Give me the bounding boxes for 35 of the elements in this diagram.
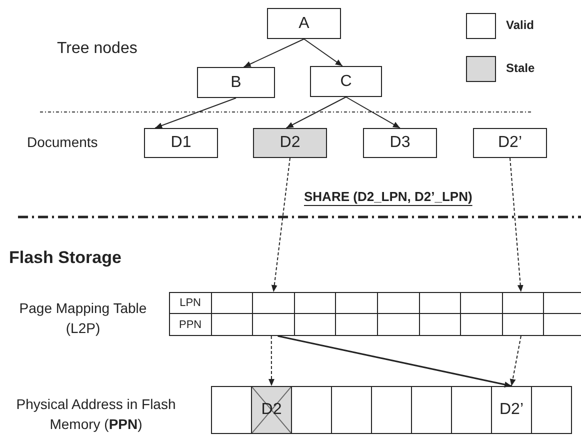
- flash-page-cell: [331, 386, 372, 434]
- tree-node-box: D1: [144, 128, 218, 158]
- arrow: [154, 98, 236, 128]
- table-cell: PPN: [169, 313, 212, 336]
- section-label: Tree nodes: [57, 40, 138, 58]
- row-label: Page Mapping Table (L2P): [18, 299, 148, 338]
- row-label: Documents: [27, 134, 98, 150]
- arrow: [346, 96, 400, 128]
- legend-label: Valid: [506, 18, 534, 32]
- arrow: [510, 158, 524, 292]
- tree-node-box: A: [267, 8, 341, 39]
- flash-page-cell: [371, 386, 412, 434]
- table-cell: LPN: [169, 292, 212, 314]
- flash-page-cell: [291, 386, 332, 434]
- arrow: [304, 38, 343, 66]
- arrow: [278, 335, 512, 388]
- flash-page-cell: [411, 386, 452, 434]
- tree-node-box: B: [197, 67, 275, 98]
- tree-node-box: C: [310, 66, 382, 97]
- flash-page-cell: [451, 386, 492, 434]
- arrow: [271, 158, 290, 292]
- flash-page-cell: [211, 386, 252, 434]
- legend-label: Stale: [506, 61, 535, 75]
- tree-node-box: D2: [253, 128, 327, 158]
- tree-node-box: D2’: [473, 128, 547, 158]
- tree-node-box: D3: [363, 128, 437, 158]
- arrow: [510, 336, 522, 386]
- section-heading: Flash Storage: [9, 248, 122, 268]
- arrow: [268, 336, 274, 386]
- flash-page-cell: [531, 386, 572, 434]
- arrow: [243, 38, 304, 68]
- flash-page-cell: D2’: [491, 386, 532, 434]
- row-label: Physical Address in Flash Memory (PPN): [15, 395, 177, 434]
- arrow: [286, 96, 346, 128]
- share-command-label: SHARE (D2_LPN, D2’_LPN): [304, 189, 472, 204]
